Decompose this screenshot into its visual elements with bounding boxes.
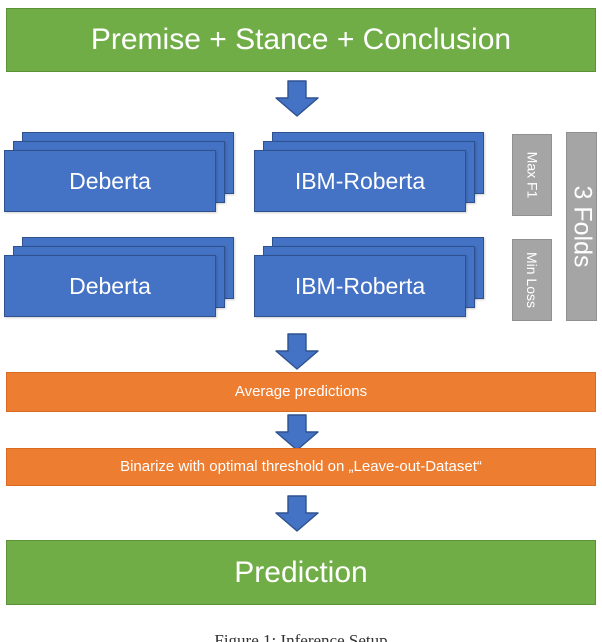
folds-label-box: 3 Folds — [566, 132, 597, 321]
average-predictions-box: Average predictions — [6, 372, 596, 412]
model-card-front: Deberta — [4, 255, 216, 317]
arrow-down-icon — [274, 414, 320, 452]
selection-criterion-label: Min Loss — [524, 251, 540, 309]
model-card-front: IBM-Roberta — [254, 255, 466, 317]
figure-caption: Figure 1: Inference Setup — [0, 632, 602, 642]
arrow-down-icon — [274, 495, 320, 533]
arrow-down-icon — [274, 80, 320, 118]
figure-caption-text: Figure 1: Inference Setup — [214, 632, 388, 642]
selection-criterion-min-loss: Min Loss — [512, 239, 552, 321]
model-card-front: IBM-Roberta — [254, 150, 466, 212]
selection-criterion-max-f1: Max F1 — [512, 134, 552, 216]
selection-criterion-label: Max F1 — [524, 151, 540, 199]
model-stack-ibm-roberta-min-loss: IBM-Roberta — [254, 237, 484, 327]
model-card-front: Deberta — [4, 150, 216, 212]
model-stack-ibm-roberta-max-f1: IBM-Roberta — [254, 132, 484, 222]
arrow-down-icon — [274, 333, 320, 371]
model-stack-deberta-max-f1: Deberta — [4, 132, 234, 222]
prediction-output-box: Prediction — [6, 540, 596, 605]
model-stack-deberta-min-loss: Deberta — [4, 237, 234, 327]
folds-label: 3 Folds — [568, 185, 597, 268]
binarize-threshold-box: Binarize with optimal threshold on „Leav… — [6, 448, 596, 486]
input-box: Premise + Stance + Conclusion — [6, 8, 596, 72]
